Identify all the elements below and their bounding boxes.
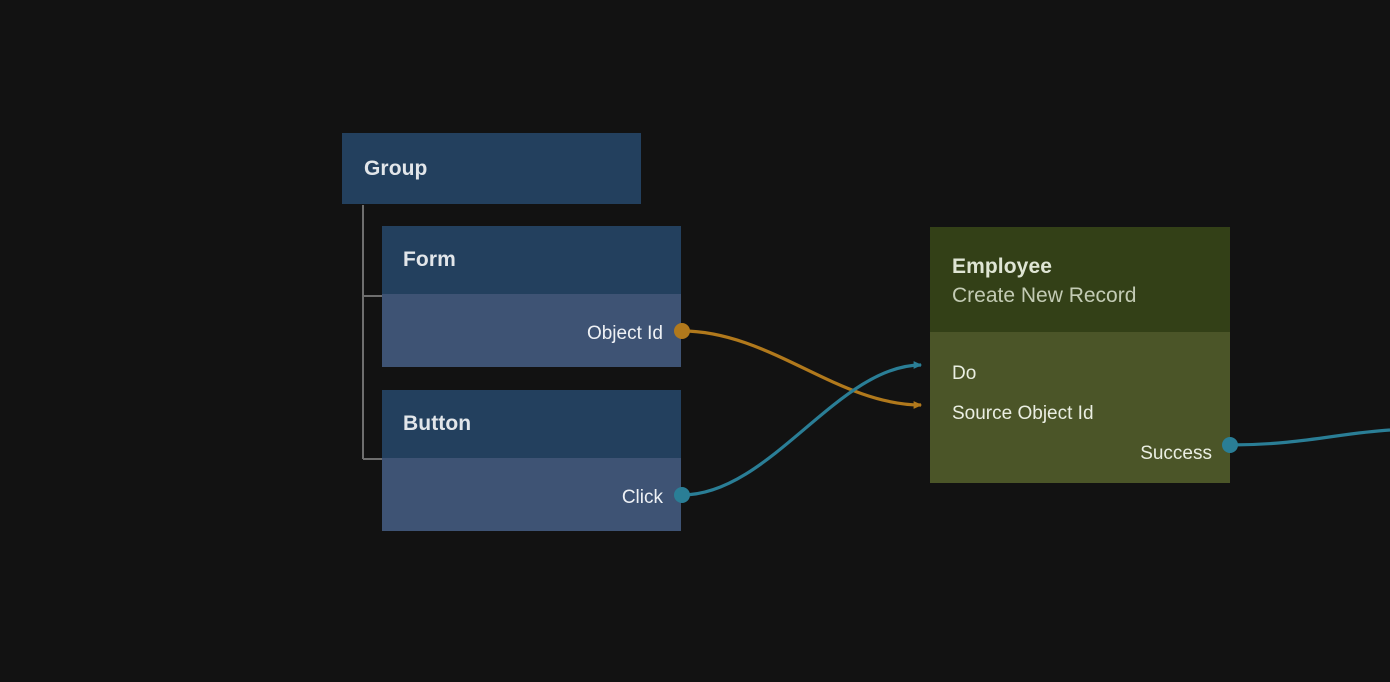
port-employee-success[interactable]: Success: [1140, 444, 1212, 463]
node-employee[interactable]: Employee Create New Record Do Source Obj…: [930, 227, 1230, 483]
node-form[interactable]: Form Object Id: [382, 226, 681, 367]
port-button-click[interactable]: Click: [622, 488, 663, 507]
node-employee-header[interactable]: Employee Create New Record: [930, 227, 1230, 332]
port-employee-do-label: Do: [952, 363, 977, 384]
node-group-header[interactable]: Group: [342, 133, 641, 204]
port-employee-source-object-id[interactable]: Source Object Id: [952, 404, 1094, 423]
node-group-title: Group: [364, 156, 428, 180]
node-button[interactable]: Button Click: [382, 390, 681, 531]
port-employee-success-label: Success: [1140, 443, 1212, 464]
node-button-title: Button: [403, 412, 472, 435]
port-employee-do[interactable]: Do: [952, 364, 976, 383]
node-group[interactable]: Group: [342, 133, 641, 204]
node-button-header[interactable]: Button: [382, 390, 681, 458]
node-employee-title: Employee: [952, 255, 1053, 278]
node-form-header[interactable]: Form: [382, 226, 681, 294]
port-employee-source-object-id-label: Source Object Id: [952, 403, 1094, 424]
node-employee-subtitle: Create New Record: [952, 283, 1137, 307]
node-form-title: Form: [403, 248, 456, 271]
node-employee-body: Do Source Object Id Success: [930, 332, 1230, 483]
wire-click-to-do[interactable]: [681, 361, 923, 497]
node-button-body: Click: [382, 458, 681, 531]
wire-success-out[interactable]: [1229, 428, 1390, 447]
node-form-body: Object Id: [382, 294, 681, 367]
wire-objectid-to-sourceobjectid[interactable]: [681, 329, 923, 409]
port-form-object-id[interactable]: Object Id: [587, 324, 663, 343]
port-form-object-id-label: Object Id: [586, 323, 663, 344]
port-button-click-label: Click: [621, 487, 663, 508]
